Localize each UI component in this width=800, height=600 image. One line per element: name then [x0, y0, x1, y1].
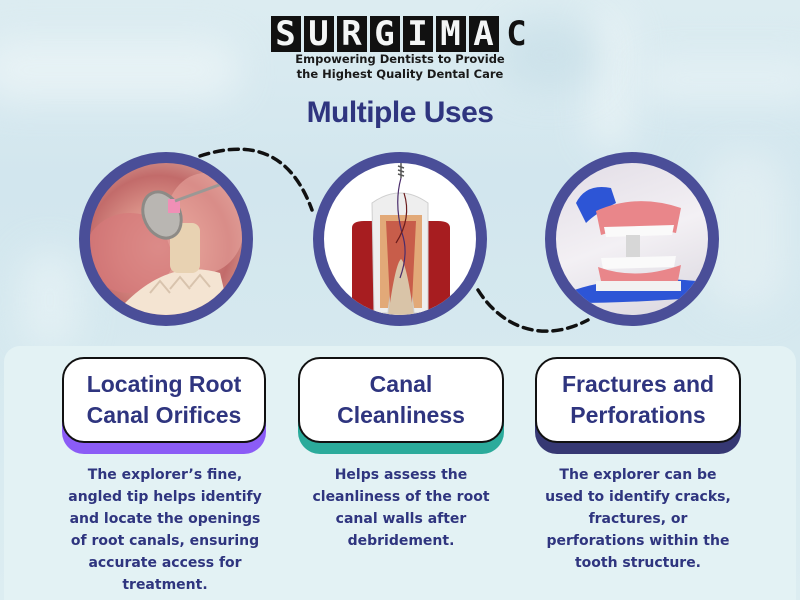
card-heading-line-2: Perforations: [570, 402, 706, 428]
logo-letter: C: [506, 14, 527, 54]
logo-letter: M: [435, 16, 466, 52]
page-title: Multiple Uses: [306, 96, 494, 129]
card-heading-line-2: Cleanliness: [337, 402, 465, 428]
dental-mirror-photo: [79, 152, 253, 326]
use-card-locating-root-canal-orifices: Locating Root Canal Orifices: [62, 357, 266, 443]
description-line: treatment.: [122, 577, 208, 593]
use-description-2: Helps assess the cleanliness of the root…: [300, 464, 502, 552]
description-line: canal walls after: [335, 511, 467, 527]
card-heading-line-1: Fractures and: [561, 371, 715, 397]
description-line: The explorer’s fine,: [87, 467, 243, 483]
logo-letter: G: [369, 16, 400, 52]
use-card-fractures-and-perforations: Fractures and Perforations: [535, 357, 741, 443]
description-line: Helps assess the: [334, 467, 468, 483]
tagline-line-1: Empowering Dentists to Provide: [295, 52, 505, 66]
logo-letter: U: [303, 16, 334, 52]
description-line: tooth structure.: [574, 555, 702, 571]
use-card-canal-cleanliness: Canal Cleanliness: [298, 357, 504, 443]
description-line: used to identify cracks,: [545, 489, 731, 505]
card-heading-line-2: Canal Orifices: [86, 402, 242, 428]
description-line: accurate access for: [88, 555, 242, 571]
card-heading-line-1: Canal: [369, 371, 433, 397]
logo-letter: I: [402, 16, 433, 52]
logo-letter: R: [336, 16, 367, 52]
tagline: Empowering Dentists to Provide the Highe…: [250, 52, 550, 82]
description-line: The explorer can be: [559, 467, 717, 483]
use-description-3: The explorer can be used to identify cra…: [530, 464, 746, 574]
description-line: and locate the openings: [69, 511, 261, 527]
card-heading-line-1: Locating Root: [86, 371, 242, 397]
root-canal-illustration: [313, 152, 487, 326]
description-line: of root canals, ensuring: [70, 533, 260, 549]
description-line: cleanliness of the root: [312, 489, 490, 505]
description-line: angled tip helps identify: [68, 489, 262, 505]
description-line: perforations within the: [546, 533, 730, 549]
surgimac-logo: S U R G I M A C: [256, 14, 546, 54]
description-line: debridement.: [347, 533, 455, 549]
denture-model-photo: [545, 152, 719, 326]
tagline-line-2: the Highest Quality Dental Care: [296, 67, 504, 81]
logo-letter: S: [270, 16, 301, 52]
logo-letter: A: [468, 16, 499, 52]
use-description-1: The explorer’s fine, angled tip helps id…: [55, 464, 275, 596]
description-line: fractures, or: [588, 511, 688, 527]
